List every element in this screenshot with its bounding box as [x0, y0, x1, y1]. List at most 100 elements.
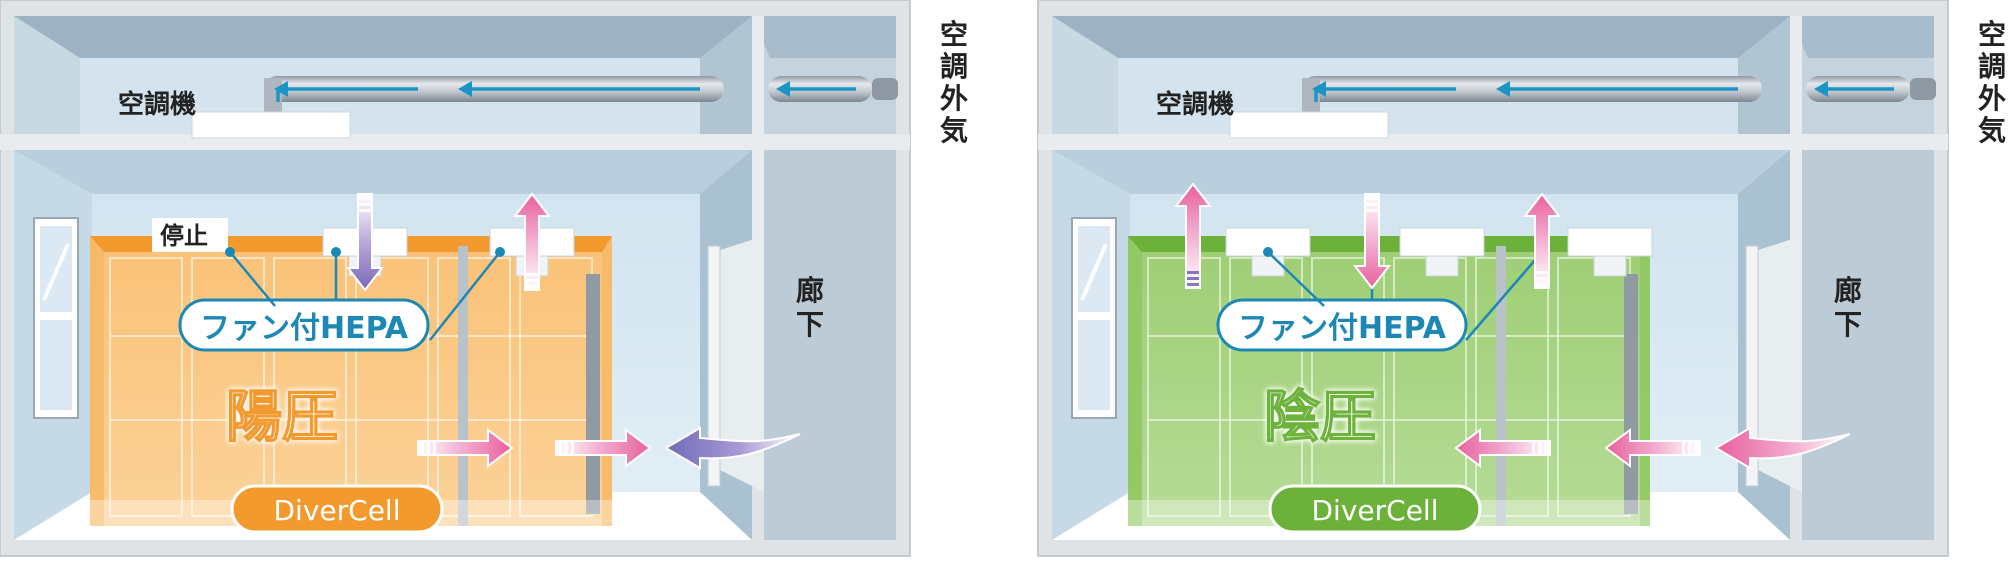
- arrow-supply-down-stripe: [359, 203, 371, 206]
- product-label-box: [1268, 484, 1482, 534]
- ac-unit-top: [1229, 111, 1389, 139]
- pressure-label: 陽圧: [226, 385, 338, 450]
- arrow-in-left-stripe: [1694, 442, 1697, 454]
- leader-line: [1465, 251, 1543, 341]
- window-glint: [42, 243, 70, 301]
- arrow-out-right-stripe: [565, 442, 568, 454]
- arrow-exhaust-up: [512, 192, 552, 291]
- leader-line: [229, 251, 276, 307]
- duct-inlet: [872, 78, 898, 100]
- arrow-exhaust-up-stripe: [1536, 271, 1548, 274]
- outside-air-label: 空調外気: [1978, 18, 2006, 147]
- leader-dot: [495, 247, 505, 257]
- hepa-label-box: [1216, 298, 1468, 352]
- hepa-unit-body: [1567, 227, 1653, 257]
- window-pane-bottom: [40, 320, 72, 410]
- arrow-exhaust-up-stripe: [1187, 271, 1199, 274]
- arrow-exhaust-up-stripe: [1536, 277, 1548, 280]
- room-ceiling: [14, 150, 752, 194]
- arrow-out-right-stripe: [427, 442, 430, 454]
- divercell-door: [1624, 274, 1638, 514]
- hepa-label: ファン付HEPA: [1238, 311, 1447, 346]
- arrow-out-right-stripe: [559, 442, 562, 454]
- arrow-exhaust-up-stripe: [1187, 283, 1199, 286]
- arrow-exhaust-up: [1173, 182, 1213, 289]
- divercell-panel: [437, 257, 511, 517]
- arrow-in-left: [1604, 428, 1701, 468]
- plenum-left-wall: [14, 16, 80, 134]
- duct-arrow-head: [458, 81, 472, 97]
- arrow-exhaust-up: [1522, 192, 1562, 289]
- hepa-unit: [1399, 227, 1485, 277]
- arrow-in-left-stripe: [1682, 442, 1685, 454]
- arrow-corridor-in: [1714, 426, 1851, 470]
- arrow-supply-down: [1352, 193, 1392, 290]
- window-pane-bottom: [1078, 320, 1110, 410]
- duct-arrow-head: [1814, 81, 1828, 97]
- stop-label: 停止: [160, 222, 208, 250]
- leader-line: [429, 251, 501, 341]
- arrow-out-right-stripe: [433, 442, 436, 454]
- corridor-wall: [764, 150, 896, 540]
- arrow-supply-down: [345, 193, 385, 292]
- pressure-label: 陰圧: [1264, 385, 1376, 450]
- divercell-door: [586, 274, 600, 514]
- duct-inlet: [1910, 78, 1936, 100]
- divercell-panel: [1147, 257, 1221, 517]
- window-glint: [1080, 243, 1108, 301]
- arrow-out-right: [417, 428, 514, 468]
- partition-upper: [752, 16, 764, 240]
- door-frame: [720, 236, 764, 492]
- hepa-unit-neck: [1425, 255, 1459, 277]
- arrow-supply-down-stripe: [1366, 203, 1378, 206]
- duct-arrow-head: [274, 81, 288, 97]
- duct-arrow-head: [776, 81, 790, 97]
- hepa-label-box: [178, 298, 430, 352]
- arrow-in-left-stripe: [1538, 442, 1541, 454]
- arrow-in-left: [1454, 428, 1551, 468]
- ac-label: 空調機: [1156, 89, 1234, 120]
- divercell-partition: [1496, 246, 1506, 526]
- divercell-panel: [1475, 257, 1549, 517]
- corridor-label-2: 下: [1834, 308, 1862, 341]
- corridor-label: 廊: [1834, 274, 1862, 307]
- ceiling-slab: [0, 134, 910, 150]
- plenum-ceiling: [1052, 16, 1790, 58]
- leader-dot: [225, 247, 235, 257]
- building-outline: [1037, 0, 1949, 557]
- leader-dot: [1263, 247, 1273, 257]
- arrow-in-left-stripe: [1544, 442, 1547, 454]
- partition-upper: [1790, 16, 1802, 240]
- leader-dot: [331, 247, 341, 257]
- hepa-unit: [1567, 227, 1653, 277]
- arrow-exhaust-up-stripe: [1536, 283, 1548, 286]
- hepa-unit-neck: [1593, 255, 1627, 277]
- divercell-partition: [458, 246, 468, 526]
- arrow-out-right-stripe: [571, 442, 574, 454]
- arrow-in-left-stripe: [1688, 442, 1691, 454]
- corridor-plenum-top: [1790, 16, 1934, 58]
- product-label: DiverCell: [274, 494, 401, 527]
- divercell-panel: [109, 257, 183, 517]
- product-label: DiverCell: [1312, 494, 1439, 527]
- building-outline: [0, 0, 911, 557]
- arrow-exhaust-up-stripe: [526, 279, 538, 282]
- outside-air-label: 空調外気: [940, 18, 968, 147]
- room-ceiling: [1052, 150, 1790, 194]
- plenum-left-wall: [1052, 16, 1118, 134]
- arrow-supply-down-stripe: [359, 197, 371, 200]
- arrow-supply-down-stripe: [1366, 197, 1378, 200]
- arrow-corridor-in: [664, 426, 801, 470]
- corridor-label-2: 下: [796, 308, 824, 341]
- ceiling-slab: [1038, 134, 1948, 150]
- leader-line: [1267, 251, 1325, 307]
- duct-arrow-head: [1496, 81, 1510, 97]
- arrow-in-left-stripe: [1532, 442, 1535, 454]
- arrow-exhaust-up-stripe: [526, 285, 538, 288]
- corridor-wall: [1802, 150, 1934, 540]
- duct-arrow-head: [1312, 81, 1326, 97]
- ac-label: 空調機: [118, 89, 196, 120]
